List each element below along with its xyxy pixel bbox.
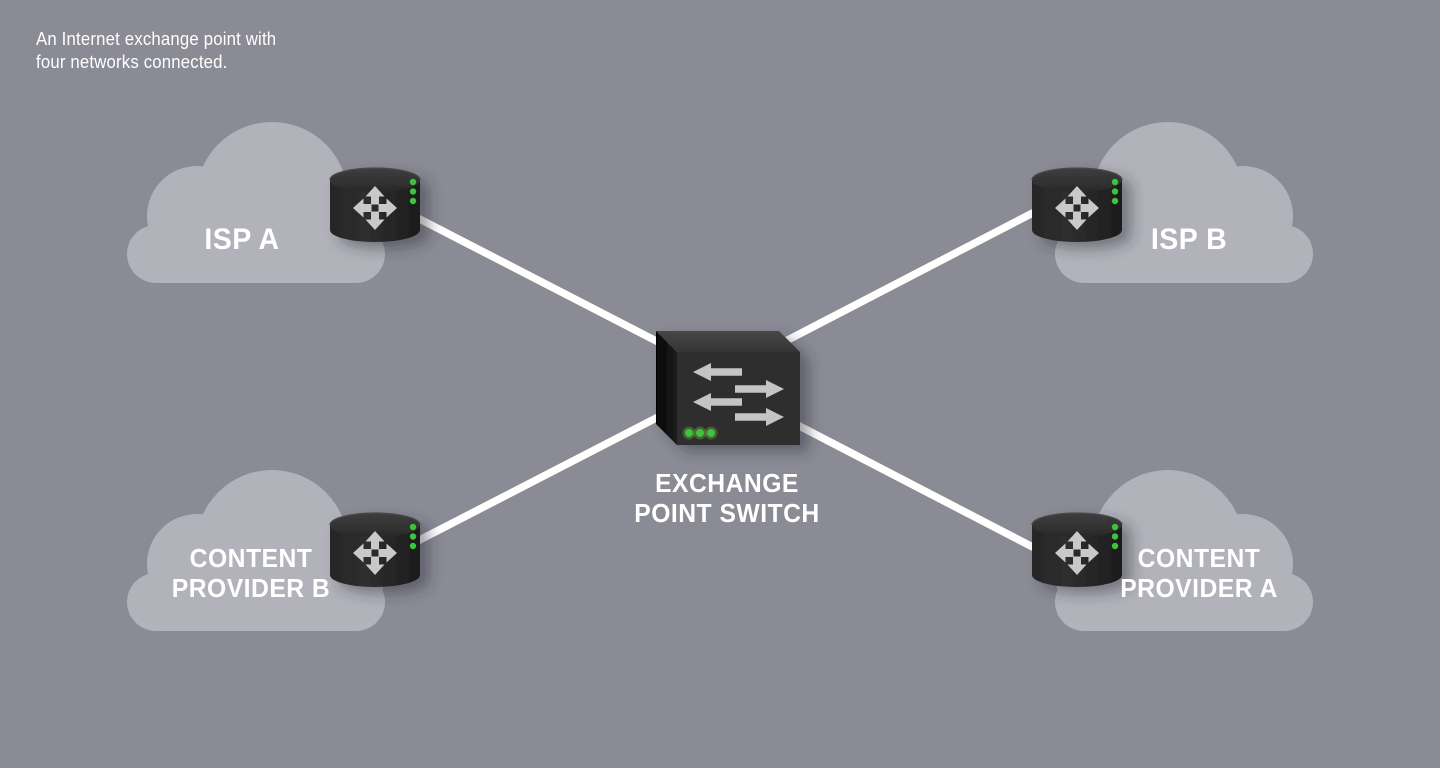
- switch-traffic-arrows-icon: [693, 363, 784, 426]
- node-label-content-provider-a: CONTENT PROVIDER A: [1120, 543, 1278, 603]
- router-icon-content-provider-a: [1032, 513, 1122, 587]
- switch-top-face: [656, 331, 800, 352]
- switch-status-leds: [682, 426, 718, 440]
- hub-label: EXCHANGE POINT SWITCH: [634, 468, 820, 528]
- router-icon-isp-b: [1032, 168, 1122, 242]
- node-label-isp-a: ISP A: [204, 223, 280, 256]
- router-icon-isp-a: [330, 168, 420, 242]
- exchange-point-switch-icon: [656, 331, 800, 445]
- router-icon-content-provider-b: [330, 513, 420, 587]
- diagram-caption: An Internet exchange point with four net…: [36, 29, 277, 72]
- node-label-isp-b: ISP B: [1150, 223, 1228, 256]
- switch-left-face: [656, 331, 677, 445]
- node-label-content-provider-b: CONTENT PROVIDER B: [171, 543, 331, 603]
